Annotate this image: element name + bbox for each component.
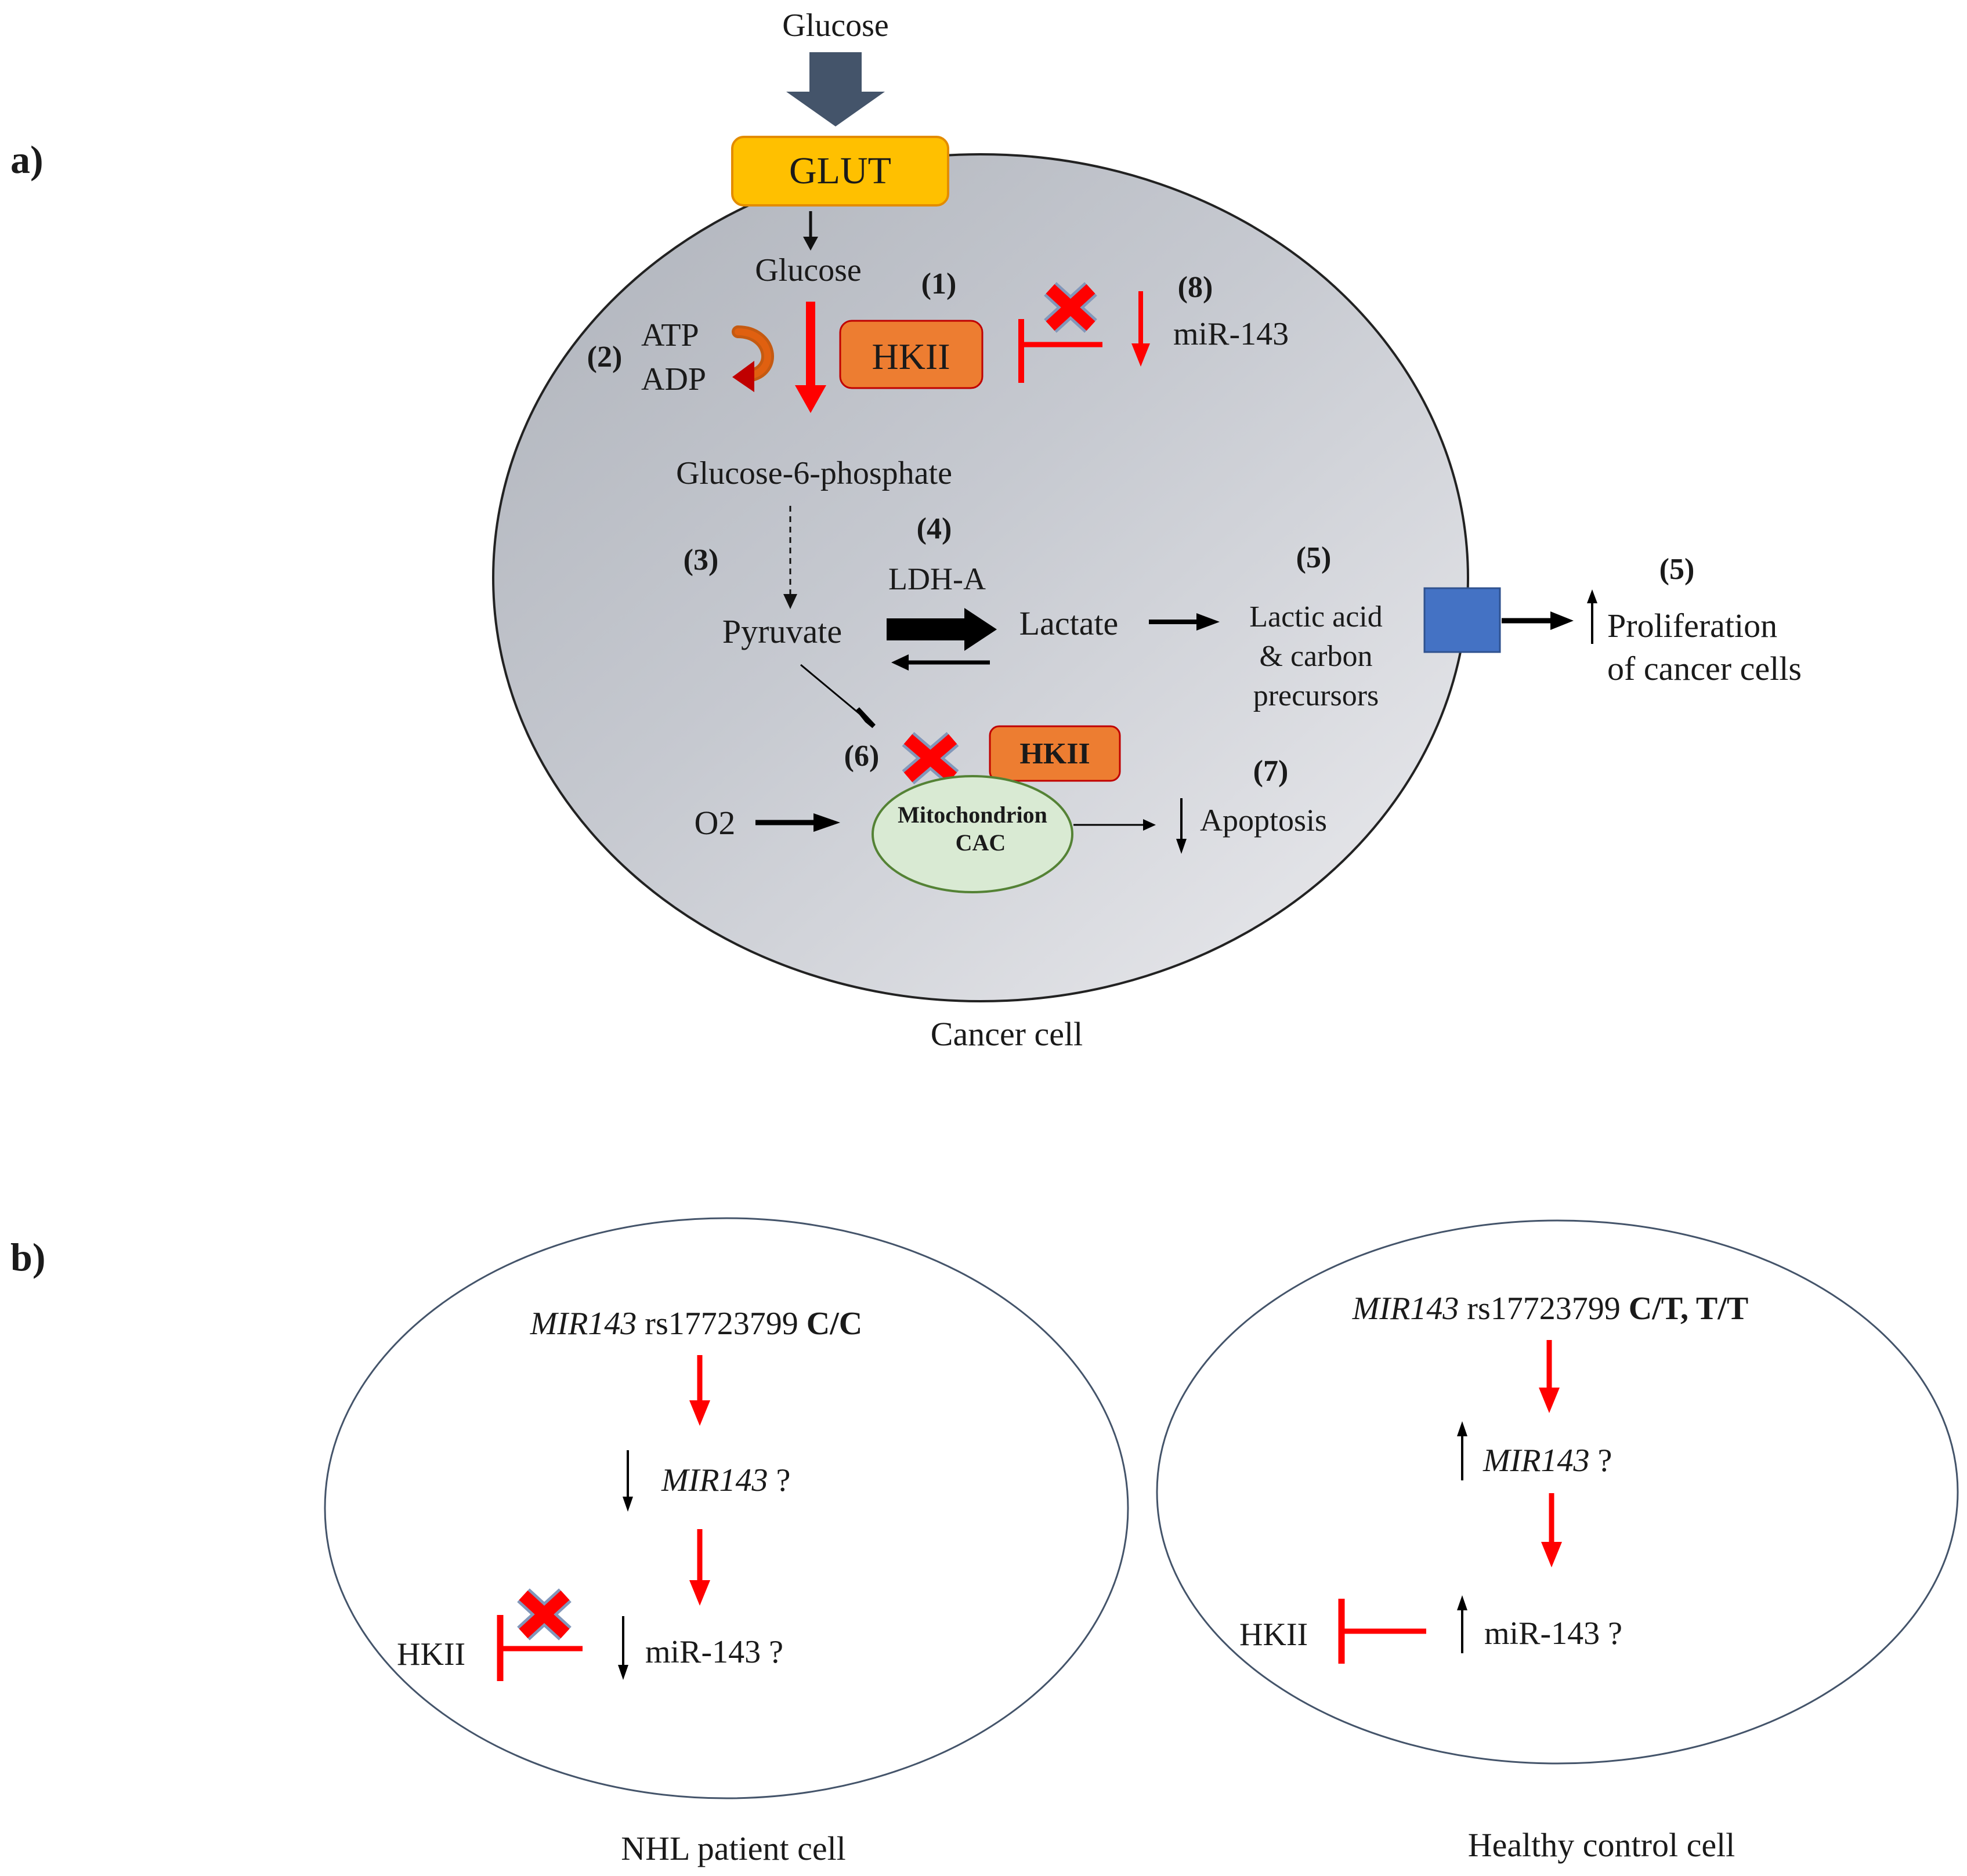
glucose-to-g6p-arrow (795, 302, 826, 413)
healthy-red-arrow-2 (1541, 1493, 1562, 1567)
o2-label: O2 (695, 804, 736, 842)
step-label-8: (8) (1178, 271, 1213, 304)
cancer-cell-caption: Cancer cell (931, 1015, 1083, 1053)
ldha-label: LDH-A (888, 562, 986, 596)
healthy-mir143-gene: MIR143 (1483, 1443, 1590, 1479)
healthy-genotype: C/T, T/T (1629, 1291, 1748, 1327)
red-x-cross-icon (517, 1588, 572, 1640)
lactic-acid-line1: Lactic acid (1249, 600, 1383, 633)
cac-label: CAC (956, 830, 1006, 856)
healthy-gene-name: MIR143 (1352, 1291, 1459, 1327)
healthy-question: ? (1590, 1443, 1612, 1479)
atp-label: ATP (641, 317, 699, 353)
panel-b-label: b) (10, 1235, 45, 1279)
hkii-enzyme-box (839, 320, 984, 389)
panel-a-label: a) (10, 137, 44, 182)
lactate-to-lactic-acid-arrow (1149, 613, 1220, 631)
o2-to-mitochondrion-arrow (755, 813, 840, 832)
mir143-down-arrow (1131, 291, 1150, 367)
apoptosis-label: Apoptosis (1200, 803, 1327, 838)
nhl-mirna-down-arrow (618, 1616, 628, 1680)
pyruvate-to-mitochondrion-arrow (800, 664, 876, 729)
red-x-cross-icon (902, 731, 959, 785)
lactic-acid-line3: precursors (1253, 679, 1379, 712)
step-label-5-inner: (5) (1296, 541, 1332, 574)
glut-to-glucose-arrow (803, 211, 818, 251)
healthy-control-cell (1156, 1219, 1959, 1765)
mitochondrion (872, 775, 1073, 893)
nhl-red-arrow-1 (689, 1355, 710, 1426)
healthy-inhibition-line (1338, 1599, 1426, 1664)
mir143-label: miR-143 (1173, 316, 1289, 352)
mir143-inhibition-line (1018, 319, 1102, 383)
nhl-mirna-label: miR-143 ? (645, 1634, 783, 1670)
healthy-cell-caption: Healthy control cell (1468, 1826, 1735, 1864)
nhl-cell-caption: NHL patient cell (621, 1830, 846, 1867)
glut-label: GLUT (789, 150, 891, 192)
nhl-mir143-down-arrow (623, 1450, 633, 1512)
healthy-hkii-label: HKII (1239, 1617, 1308, 1653)
glucose-entry-arrow (786, 52, 885, 126)
nhl-genotype-line: MIR143 rs17723799 C/C (530, 1306, 862, 1342)
pyruvate-label: Pyruvate (722, 613, 842, 650)
proliferation-line1: Proliferation (1607, 607, 1777, 644)
nhl-inhibition-line (497, 1615, 583, 1681)
lactate-to-pyruvate-thin-arrow (891, 654, 990, 671)
lactate-label: Lactate (1019, 604, 1119, 642)
nhl-gene-name: MIR143 (530, 1306, 637, 1342)
step-label-7: (7) (1253, 755, 1289, 788)
nhl-red-arrow-2 (689, 1529, 710, 1606)
g6p-label: Glucose-6-phosphate (676, 455, 952, 491)
lactic-acid-line2: & carbon (1260, 640, 1373, 673)
proliferation-up-arrow (1587, 589, 1597, 644)
nhl-snp-id: rs17723799 (637, 1306, 806, 1342)
g6p-to-pyruvate-dashed-arrow (783, 506, 797, 609)
step-label-3: (3) (684, 544, 719, 577)
transporter-to-proliferation-arrow (1502, 611, 1574, 630)
hkii-enzyme-label: HKII (872, 336, 950, 377)
nhl-mir143-gene: MIR143 (661, 1462, 768, 1498)
monocarboxylate-transporter (1423, 587, 1501, 653)
healthy-mirna-label: miR-143 ? (1484, 1616, 1622, 1652)
adp-label: ADP (641, 361, 706, 397)
nhl-patient-cell (324, 1217, 1129, 1799)
mitochondrion-label: Mitochondrion (898, 802, 1047, 828)
step-label-6: (6) (844, 740, 880, 773)
cancer-cell-membrane (492, 153, 1469, 1002)
glut-transporter (731, 136, 949, 207)
step-label-1: (1) (921, 267, 957, 300)
healthy-red-arrow-1 (1539, 1340, 1560, 1413)
mito-to-apoptosis-arrow (1073, 819, 1156, 831)
proliferation-line2: of cancer cells (1607, 650, 1802, 687)
nhl-hkii-label: HKII (397, 1636, 465, 1672)
pyruvate-to-lactate-thick-arrow (887, 608, 997, 651)
healthy-genotype-line: MIR143 rs17723799 C/T, T/T (1352, 1291, 1748, 1327)
red-x-cross-icon (1044, 282, 1097, 333)
healthy-mir143-gene-line: MIR143 ? (1483, 1443, 1612, 1479)
apoptosis-down-arrow (1176, 798, 1187, 854)
step-label-2: (2) (587, 341, 623, 374)
healthy-mirna-up-arrow (1457, 1595, 1467, 1653)
step-label-5-outer: (5) (1659, 553, 1695, 586)
atp-adp-curved-arrow (732, 325, 774, 392)
healthy-snp-id: rs17723799 (1459, 1291, 1628, 1327)
top-glucose-label: Glucose (782, 8, 889, 44)
nhl-question: ? (768, 1462, 791, 1498)
healthy-mir143-up-arrow (1457, 1421, 1467, 1480)
inner-glucose-label: Glucose (755, 252, 862, 288)
step-label-4: (4) (917, 512, 952, 545)
nhl-mir143-gene-line: MIR143 ? (661, 1462, 790, 1498)
hkii-mito-box (989, 725, 1121, 782)
nhl-genotype: C/C (807, 1306, 862, 1342)
hkii-mito-label: HKII (1019, 737, 1090, 770)
